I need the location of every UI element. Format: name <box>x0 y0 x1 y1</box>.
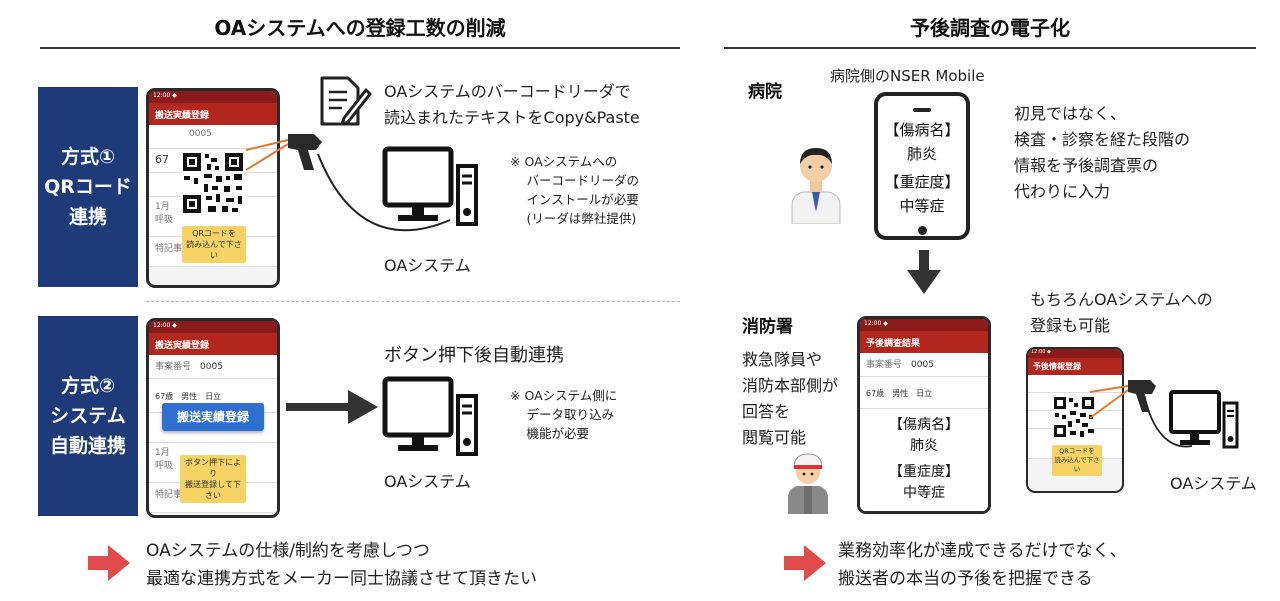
fire-station-description: 救急隊員や 消防本部側が 回答を 閲覧可能 <box>742 350 839 447</box>
phone-2-field-id-row: 事案番号 0005 <box>149 355 277 379</box>
left-title: OAシステムへの登録工数の削減 <box>214 16 506 40</box>
method-2-line3: 自動連携 <box>49 435 126 457</box>
left-conclusion: OAシステムの仕様/制約を考慮しつつ 最適な連携方式をメーカー同士協議させて頂き… <box>146 541 537 589</box>
phone-3-field-id-label: 事案番号 <box>866 360 903 370</box>
tablet-line-2: 肺炎 <box>906 145 937 163</box>
tablet-home-button <box>917 226 927 235</box>
phone-3-header: 予後調査結果 <box>860 331 988 353</box>
conclusion-arrow-icon-2 <box>784 545 826 581</box>
phone-4-status: 12:00 ◆ <box>1028 349 1122 358</box>
computer-icon-3 <box>1169 390 1239 449</box>
phone-4-qr-label: QRコードを 読み込んで下さい <box>1052 445 1102 476</box>
left-title-rule <box>40 47 680 49</box>
method-divider <box>146 301 680 302</box>
method-2-box: 方式② システム 自動連携 <box>38 316 138 516</box>
phone-3-field-id-row: 事案番号 0005 <box>860 353 988 377</box>
phone-3-line-1: 【傷病名】 <box>889 417 959 433</box>
phone-3-result-panel: 【傷病名】 肺炎 【重症度】 中等症 <box>860 409 988 511</box>
cable-line <box>317 153 451 232</box>
method-1-description: OAシステムのバーコードリーダで 読込まれたテキストをCopy&Paste <box>384 82 640 127</box>
phone-1-status: 12:00 ◆ <box>149 91 277 103</box>
phone-3-line-3: 【重症度】 <box>889 464 959 480</box>
method-1-line3: 連携 <box>68 206 107 228</box>
right-title: 予後調査の電子化 <box>910 16 1070 40</box>
firefighter-icon <box>788 453 828 514</box>
right-conclusion: 業務効率化が達成できるだけでなく、 搬送者の本当の予後を把握できる <box>838 541 1127 589</box>
right-oa-label: OAシステム <box>1170 474 1257 493</box>
phone-2-field-id: 0005 <box>200 362 223 372</box>
right-title-rule <box>724 47 1256 49</box>
phone-2-field-id-label: 事案番号 <box>155 362 192 372</box>
qr-code-icon <box>180 150 246 216</box>
method-2-line1: 方式② <box>60 375 116 397</box>
phone-3-field-age: 67歳 <box>866 389 885 398</box>
hospital-tablet: 【傷病名】 肺炎 【重症度】 中等症 <box>874 92 970 240</box>
cable-line-2 <box>1143 393 1193 448</box>
hospital-app-label: 病院側のNSER Mobile <box>830 67 985 85</box>
method-1-note: ※ OAシステムへの バーコードリーダの インストールが必要 (リーダは弊社提供… <box>510 154 639 226</box>
computer-icon <box>382 146 478 226</box>
method-2-description: ボタン押下後自動連携 <box>384 345 564 366</box>
method-2-oa-label: OAシステム <box>384 472 471 491</box>
phone-2-field-sex: 男性 <box>181 392 198 401</box>
hospital-label: 病院 <box>748 82 782 102</box>
arrow-down-icon <box>907 250 941 294</box>
method-1-line2: QRコード <box>44 176 132 198</box>
method-1-box: 方式① QRコード 連携 <box>38 87 138 287</box>
phone-3-field-sex: 男性 <box>892 389 909 398</box>
phone-4-field-1 <box>1028 375 1122 393</box>
document-icon <box>320 76 372 126</box>
phone-2-header: 搬送実績登録 <box>149 333 277 355</box>
phone-2-row-b: 呼吸 <box>155 461 174 471</box>
phone-1-row-b: 呼吸 <box>155 215 174 225</box>
phone-2-field-age: 67歳 <box>155 392 174 401</box>
also-registration-text: もちろんOAシステムへの 登録も可能 <box>1030 290 1213 335</box>
conclusion-arrow-icon <box>88 545 130 581</box>
arrow-right-icon <box>286 390 378 424</box>
phone-1-row-a: 1月 <box>155 202 170 212</box>
phone-2-yellow-label: ボタン押下により 搬送登録して下さい <box>180 455 246 503</box>
register-transport-button[interactable]: 搬送実績登録 <box>162 403 264 431</box>
phone-3-field-id: 0005 <box>911 360 934 370</box>
fire-station-label: 消防署 <box>742 317 793 337</box>
phone-2-row-a: 1月 <box>155 448 170 458</box>
method-2-line2: システム <box>50 405 126 427</box>
fire-station-phone: 12:00 ◆ 予後調査結果 事案番号 0005 67歳 男性 日立 【傷病名】… <box>857 316 991 514</box>
method-1-line1: 方式① <box>60 146 116 168</box>
tablet-speaker <box>913 108 931 112</box>
phone-2-status: 12:00 ◆ <box>149 321 277 333</box>
phone-1-qr-label: QRコードを 読み込んで下さい <box>182 226 246 263</box>
barcode-scanner-icon <box>245 134 322 171</box>
phone-2-field-place: 日立 <box>205 392 222 401</box>
phone-3-line-2: 肺炎 <box>910 438 938 454</box>
phone-3-line-4: 中等症 <box>903 485 945 501</box>
method-2-note: ※ OAシステム側に データ取り込み 機能が必要 <box>510 388 618 441</box>
phone-3-field-person-row: 67歳 男性 日立 <box>860 377 988 409</box>
phone-1-header: 搬送実績登録 <box>149 103 277 125</box>
barcode-scanner-icon-2 <box>1089 380 1156 419</box>
tablet-line-1: 【傷病名】 <box>884 121 960 139</box>
tablet-line-3: 【重症度】 <box>884 173 960 191</box>
phone-3-field-place: 日立 <box>916 389 933 398</box>
hospital-description: 初見ではなく、 検査・診察を経た段階の 情報を予後調査票の 代わりに入力 <box>1014 104 1191 201</box>
phone-1-field-id: 0005 <box>149 125 277 149</box>
doctor-icon <box>791 148 841 224</box>
phone-3-status: 12:00 ◆ <box>860 319 988 331</box>
method-1-oa-label: OAシステム <box>384 256 471 275</box>
computer-icon-2 <box>382 376 478 456</box>
tablet-line-4: 中等症 <box>899 197 945 215</box>
phone-4-header: 予後情報登録 <box>1028 358 1122 375</box>
